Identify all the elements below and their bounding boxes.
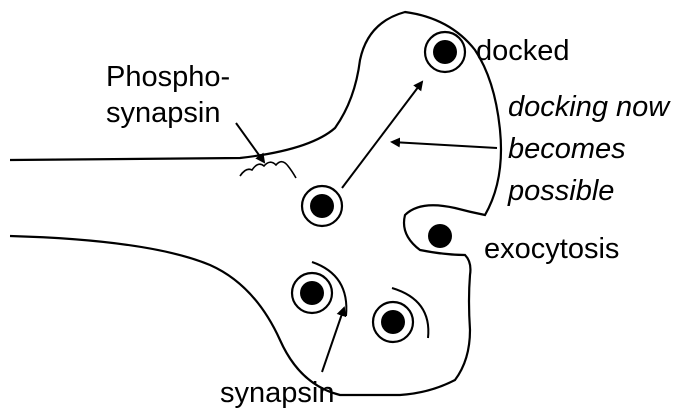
label-phospho-line1: Phospho- bbox=[106, 61, 230, 93]
label-docking-line3: possible bbox=[507, 175, 614, 207]
vesicle-docked bbox=[425, 32, 465, 72]
vesicle-synapsin-1 bbox=[292, 262, 346, 316]
docking-movement-arrow bbox=[342, 82, 422, 188]
label-synapsin: synapsin bbox=[220, 377, 334, 409]
docking-possible-arrow bbox=[392, 142, 497, 148]
vesicle-exocytosis bbox=[428, 224, 452, 248]
vesicle-synapsin-2 bbox=[373, 288, 428, 342]
label-docked: docked bbox=[476, 35, 570, 67]
label-exocytosis: exocytosis bbox=[484, 233, 619, 265]
vesicle-moving bbox=[302, 186, 342, 226]
label-docking-line1: docking now bbox=[508, 91, 671, 123]
phosphosynapsin-squiggle bbox=[240, 162, 296, 178]
label-docking-line2: becomes bbox=[508, 133, 626, 165]
label-phospho-line2: synapsin bbox=[106, 97, 220, 129]
synapsin-arrow bbox=[322, 308, 344, 372]
